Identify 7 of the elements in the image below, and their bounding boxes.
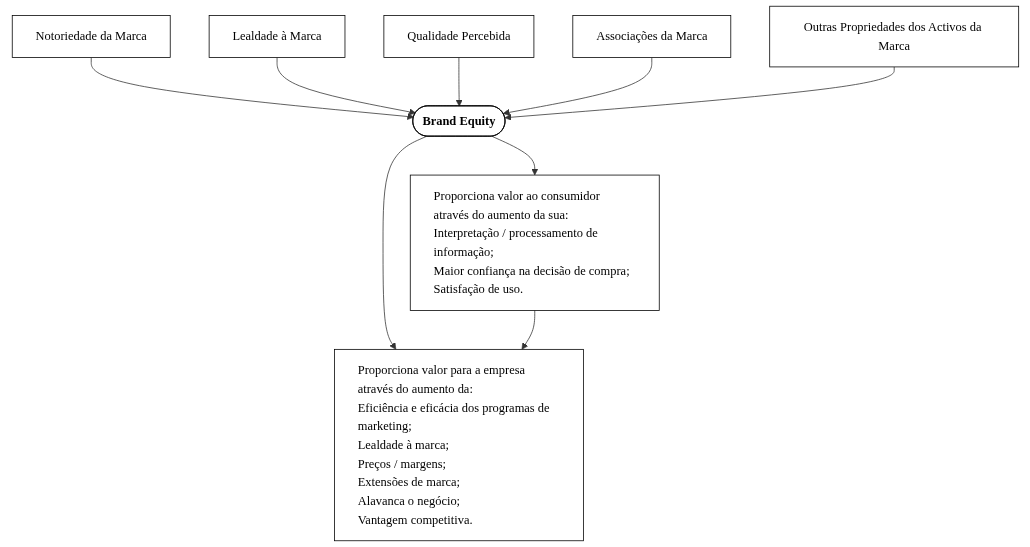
node-box: Notoriedade da Marca bbox=[11, 15, 171, 58]
node-box: Qualidade Percebida bbox=[383, 15, 534, 58]
node-box: Proporciona valor ao consumidor através do aumento da sua: Interpretação / processamento de informação; Maior confiança na decisão de compra; Satisfação de uso. bbox=[409, 174, 660, 311]
node-box: Lealdade à Marca bbox=[208, 15, 345, 58]
node-box: Associações da Marca bbox=[571, 15, 731, 58]
node-box: Outras Propriedades dos Activos da Marca bbox=[768, 5, 1019, 68]
node-box: Proporciona valor para a empresa através do aumento da: Eficiência e eficácia dos programas de marketing; Lealdade à marca; Preços / margens; Extensões de marca; Alavanca o negócio; Vantagem competitiva. bbox=[333, 348, 584, 542]
